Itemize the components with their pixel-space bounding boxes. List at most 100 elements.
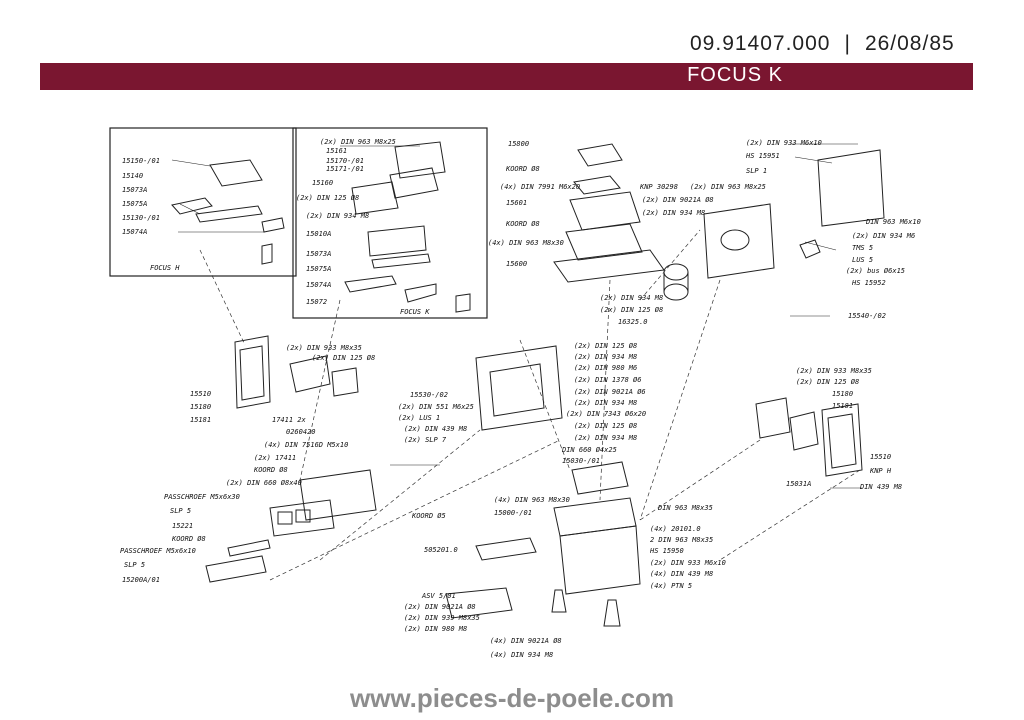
website-footer: www.pieces-de-poele.com [349,683,675,713]
label-15030-01: 15030-/01 [562,457,600,465]
label-15510-r: 15510 [870,453,891,461]
label-din-933-m6x10: (2x) DIN 933 M6x10 [746,139,822,147]
label-16325: 16325.0 [618,318,648,326]
label-lus-5: LUS 5 [852,256,873,264]
model-title-bar: FOCUS K [40,63,973,90]
label-din-933-m8x35-r: (2x) DIN 933 M8x35 [796,367,872,375]
label-din-934-c3: (2x) DIN 934 M8 [574,434,637,442]
label-hs-15950: HS 15950 [649,547,684,555]
labels-center-frame: 15530-/02 (2x) DIN 551 M6x25 (2x) LUS 1 … [398,342,646,465]
label-passchroef-10: PASSCHROEF M5x6x10 [120,547,196,555]
label-din-439-m8-b: (4x) DIN 439 M8 [650,570,713,578]
leader-lines [171,143,862,489]
labels-left-front: 17411 2x 0260420 (4x) DIN 7516D M5x10 (2… [120,416,446,584]
label-knp-30298: KNP 30298 [639,183,678,191]
document-date: 26/08/85 [864,32,955,55]
label-koord-8-lf: KOORD Ø8 [253,466,288,474]
label-din-934-c1: (2x) DIN 934 M8 [574,353,637,361]
labels-focus-k: (2x) DIN 963 M8x25 15161 15170-/01 15171… [296,138,430,316]
label-passchroef-30: PASSCHROEF M5x6x30 [164,493,240,501]
label-knp-h: KNP H [869,467,892,475]
inset-focus-h-box [109,127,297,277]
label-din-934-flue: (2x) DIN 934 M8 [642,209,705,217]
label-din-963-m8x30-b: (4x) DIN 963 M8x30 [494,496,570,504]
label-15000-01: 15000-/01 [494,509,532,517]
label-slp-5-b: SLP 5 [124,561,145,569]
label-din-125-8: (2x) DIN 125 Ø8 [296,194,359,202]
label-slp-7: (2x) SLP 7 [404,436,447,444]
label-15074a: 15074A [122,228,147,236]
reference-separator: | [844,32,851,55]
label-din-934-lower: (2x) DIN 934 M8 [600,294,663,302]
label-din-125-l: (2x) DIN 125 Ø8 [312,354,375,362]
label-15073a: 15073A [122,186,147,194]
label-15180-l: 15180 [190,403,211,411]
labels-focus-h: 15150-/01 15140 15073A 15075A 15130-/01 … [122,157,180,272]
label-505201: 505201.0 [424,546,458,554]
label-0260420: 0260420 [286,428,316,436]
label-tms-5: TMS 5 [852,244,873,252]
label-din-963-m8x25-flue: (2x) DIN 963 M8x25 [690,183,766,191]
label-din-980-m8: (2x) DIN 980 M8 [404,625,467,633]
assembly-lines [199,229,861,581]
label-koord-8-lf2: KOORD Ø8 [171,535,206,543]
label-20101: (4x) 20101.0 [650,525,701,533]
label-din-125-lower: (2x) DIN 125 Ø8 [600,306,663,314]
labels-top-center: 15800 KOORD Ø8 (4x) DIN 7991 M6x20 15601… [488,140,580,268]
label-15171-01: 15171-/01 [326,165,364,173]
label-din-963-m8x25: (2x) DIN 963 M8x25 [320,138,396,146]
label-15031a: 15031A [786,480,811,488]
label-din-963-m6x10: DIN 963 M6x10 [865,218,921,226]
label-asv-5-01: ASV 5/01 [421,592,456,600]
label-din-7343: (2x) DIN 7343 Ø6x20 [566,410,646,418]
label-hs-15952: HS 15952 [851,279,886,287]
label-15181-r: 15181 [832,402,853,410]
label-koord-8-a: KOORD Ø8 [505,165,540,173]
labels-right-door: (2x) DIN 933 M8x35 (2x) DIN 125 Ø8 15180… [786,367,902,491]
labels-bottom: (4x) DIN 963 M8x30 15000-/01 DIN 963 M8x… [404,496,726,659]
label-15073a-k: 15073A [306,250,331,258]
label-17411-2x: 17411 2x [272,416,307,424]
label-koord-5: KOORD Ø5 [411,512,446,520]
label-bus-6x15: (2x) bus Ø6x15 [846,267,905,275]
label-ptn-5: (4x) PTN 5 [650,582,692,590]
inset-focus-k-box [292,127,488,319]
label-15075a-k: 15075A [306,265,331,273]
label-15160: 15160 [312,179,333,187]
label-din-7516d: (4x) DIN 7516D M5x10 [264,441,348,449]
label-din-939: (2x) DIN 939 M8x35 [404,614,480,622]
label-din-660-4x25: DIN 660 Ø4x25 [561,446,617,454]
reference-number: 09.91407.000 [690,32,831,55]
labels-left-door: (2x) DIN 933 M8x35 (2x) DIN 125 Ø8 15510… [190,344,375,424]
label-15800: 15800 [508,140,529,148]
label-15161: 15161 [326,147,347,155]
caption-focus-k: FOCUS K [400,308,430,316]
label-15540-02: 15540-/02 [848,312,886,320]
labels-flue: KNP 30298 (2x) DIN 963 M8x25 (2x) DIN 90… [600,183,766,326]
label-din-7991: (4x) DIN 7991 M6x20 [500,183,580,191]
label-15074a-k: 15074A [306,281,331,289]
label-din-963-m8x30: (4x) DIN 963 M8x30 [488,239,564,247]
label-2-din-963: 2 DIN 963 M8x35 [650,536,713,544]
label-din-9021a-6: (2x) DIN 9021A Ø6 [574,388,646,396]
label-din-9021a: (2x) DIN 9021A Ø8 [642,196,714,204]
label-din-1378: (2x) DIN 1378 Ø6 [574,376,641,384]
part-drawings [171,141,885,627]
label-15181-l: 15181 [190,416,211,424]
label-2x-17411: (2x) 17411 [254,454,296,462]
label-din-9021a-8: (2x) DIN 9021A Ø8 [404,603,476,611]
label-hs-15951: HS 15951 [745,152,780,160]
label-slp-1: SLP 1 [746,167,767,175]
label-15130-01: 15130-/01 [122,214,160,222]
label-15510-l: 15510 [190,390,211,398]
label-koord-8-b: KOORD Ø8 [505,220,540,228]
label-din-125-r: (2x) DIN 125 Ø8 [796,378,859,386]
label-din-125-c1: (2x) DIN 125 Ø8 [574,342,637,350]
label-din-934-c2: (2x) DIN 934 M8 [574,399,637,407]
label-15530-02: 15530-/02 [410,391,448,399]
model-name: FOCUS K [687,64,783,86]
document-reference: 09.91407.000 | 26/08/85 [690,32,955,56]
label-15072: 15072 [306,298,327,306]
label-15140: 15140 [122,172,143,180]
